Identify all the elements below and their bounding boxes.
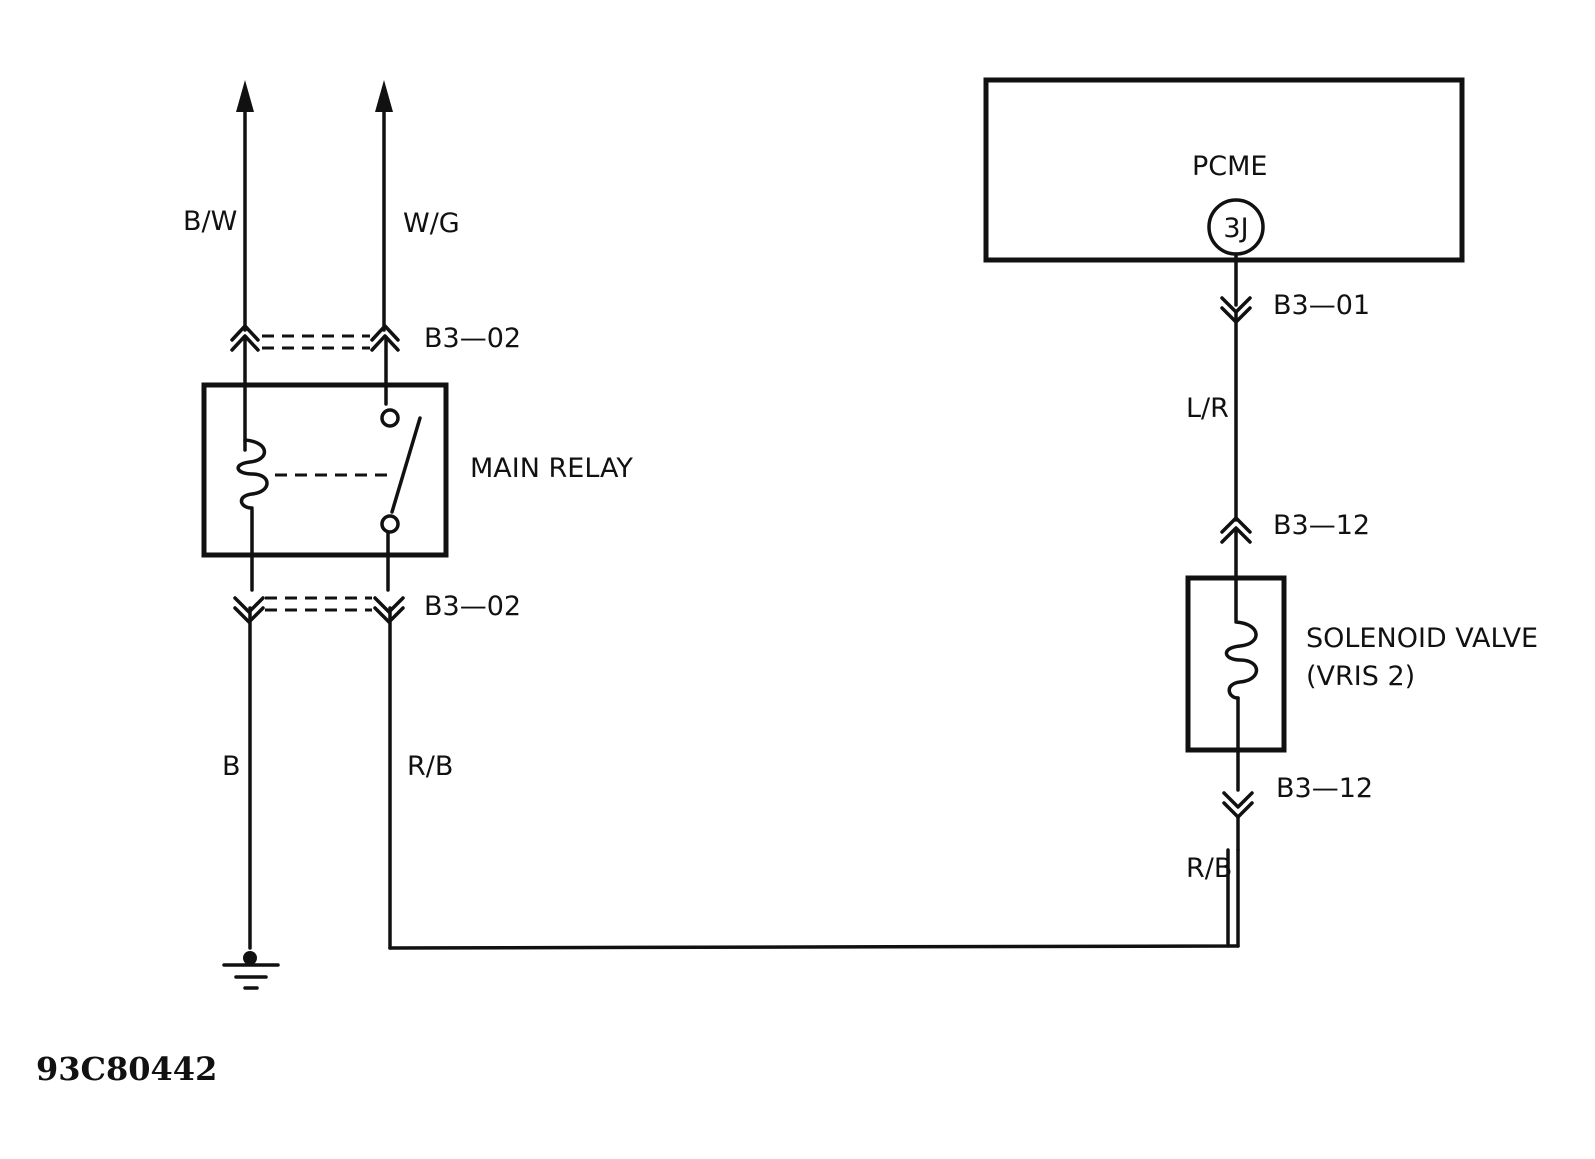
wire-wg-rb xyxy=(375,80,1230,950)
main-relay xyxy=(201,382,449,558)
figure-id: 93C80442 xyxy=(36,1050,217,1088)
wire-label-b: B xyxy=(222,751,241,782)
connector-solenoid-top xyxy=(1220,516,1252,544)
pcme-module: 3J xyxy=(983,77,1465,263)
pcme-label: PCME xyxy=(1192,151,1268,182)
wire-label-rb-left: R/B xyxy=(407,751,453,782)
solenoid-label-line1: SOLENOID VALVE xyxy=(1306,623,1538,654)
connector-label-solenoid-top: B3—12 xyxy=(1273,510,1370,541)
wire-label-rb-right: R/B xyxy=(1186,853,1232,884)
relay-switch-icon xyxy=(390,416,422,514)
connector-pcme-out xyxy=(1220,296,1252,324)
connector-label-solenoid-bottom: B3—12 xyxy=(1276,773,1373,804)
relay-coil-icon xyxy=(236,438,269,510)
solenoid-coil-icon xyxy=(1224,620,1259,700)
wire-bw-b xyxy=(236,80,254,950)
main-relay-label: MAIN RELAY xyxy=(470,453,633,484)
connector-label-relay-bottom: B3—02 xyxy=(424,591,521,622)
wire-label-lr: L/R xyxy=(1186,393,1229,424)
connector-relay-top xyxy=(230,324,400,352)
arrow-up-icon xyxy=(236,80,254,112)
wire-label-bw: B/W xyxy=(183,206,237,237)
wire-label-wg: W/G xyxy=(403,208,460,239)
pcme-terminal-label: 3J xyxy=(1223,213,1248,244)
solenoid-valve xyxy=(1185,575,1287,792)
arrow-up-icon xyxy=(375,80,393,112)
solenoid-label-line2: (VRIS 2) xyxy=(1306,661,1415,692)
connector-relay-bottom xyxy=(233,596,405,624)
connector-label-relay-top: B3—02 xyxy=(424,323,521,354)
connector-label-pcme-out: B3—01 xyxy=(1273,290,1370,321)
ground-icon xyxy=(222,951,280,990)
connector-solenoid-bottom xyxy=(1222,791,1254,852)
